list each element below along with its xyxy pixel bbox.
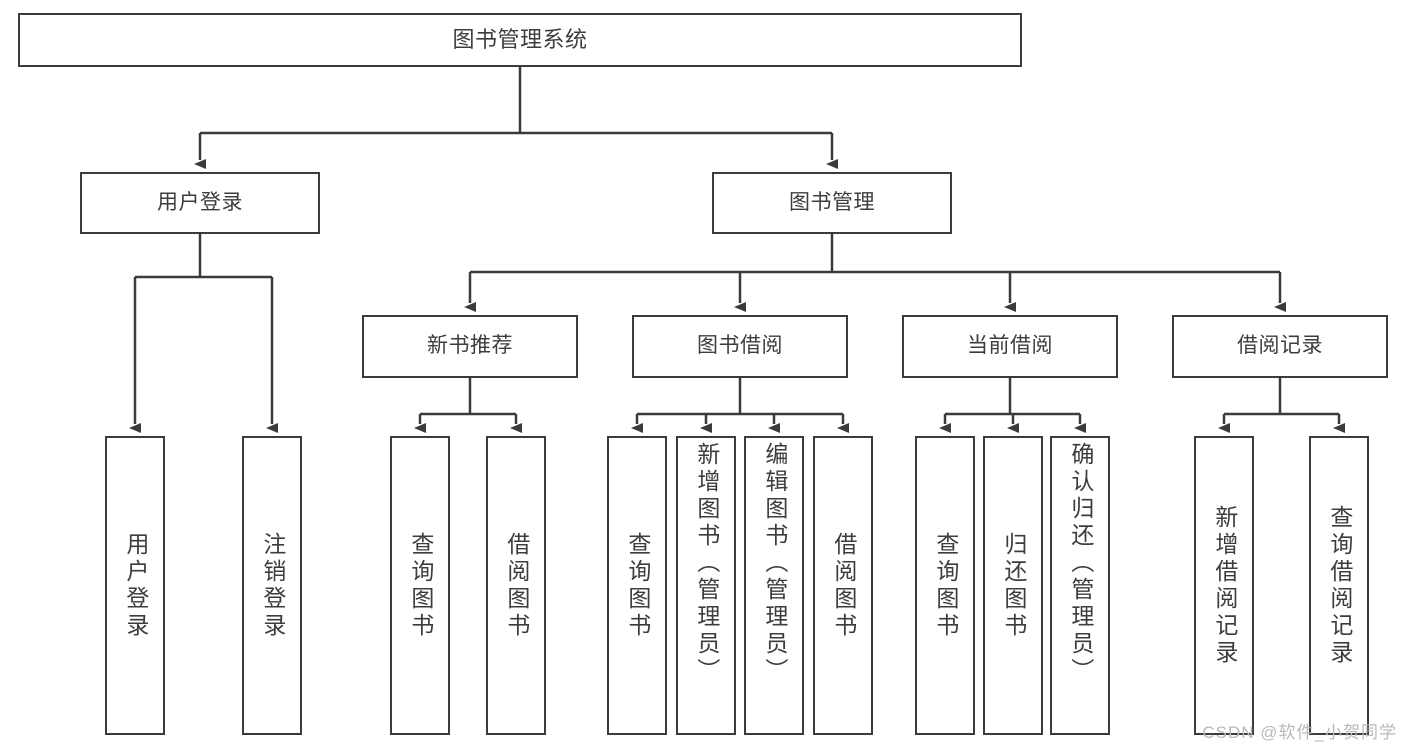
- node-root-system[interactable]: 图书管理系统: [18, 13, 1022, 67]
- node-label: 图书借阅: [697, 334, 783, 358]
- leaf-borrow-add-book-admin[interactable]: 新增图书（管理员）: [676, 436, 736, 735]
- node-label: 归还图书: [1000, 531, 1027, 640]
- leaf-user-login-logout[interactable]: 注销登录: [242, 436, 302, 735]
- leaf-borrow-borrow-book[interactable]: 借阅图书: [813, 436, 873, 735]
- node-label: 查询图书: [624, 531, 651, 640]
- leaf-current-confirm-return-admin[interactable]: 确认归还（管理员）: [1050, 436, 1110, 735]
- leaf-borrow-query-book[interactable]: 查询图书: [607, 436, 667, 735]
- leaf-record-add-record[interactable]: 新增借阅记录: [1194, 436, 1254, 735]
- node-new-book-recommend[interactable]: 新书推荐: [362, 315, 578, 378]
- node-label: 查询图书: [407, 531, 434, 640]
- leaf-borrow-edit-book-admin[interactable]: 编辑图书（管理员）: [744, 436, 804, 735]
- node-current-borrow[interactable]: 当前借阅: [902, 315, 1118, 378]
- node-label: 当前借阅: [967, 334, 1053, 358]
- node-label: 新增图书（管理员）: [693, 442, 720, 685]
- leaf-user-login-login[interactable]: 用户登录: [105, 436, 165, 735]
- node-label: 用户登录: [122, 531, 149, 640]
- leaf-current-return-book[interactable]: 归还图书: [983, 436, 1043, 735]
- node-book-borrow[interactable]: 图书借阅: [632, 315, 848, 378]
- node-label: 查询图书: [932, 531, 959, 640]
- node-label: 图书管理系统: [452, 27, 588, 53]
- node-label: 新书推荐: [427, 334, 513, 358]
- node-label: 借阅记录: [1237, 334, 1323, 358]
- csdn-watermark: CSDN @软件_小贺同学: [1202, 723, 1397, 742]
- node-label: 用户登录: [157, 190, 243, 214]
- node-label: 图书管理: [789, 190, 875, 214]
- leaf-recommend-query-book[interactable]: 查询图书: [390, 436, 450, 735]
- node-label: 借阅图书: [503, 531, 530, 640]
- node-borrow-record[interactable]: 借阅记录: [1172, 315, 1388, 378]
- node-book-management[interactable]: 图书管理: [712, 172, 952, 234]
- leaf-recommend-borrow-book[interactable]: 借阅图书: [486, 436, 546, 735]
- node-label: 查询借阅记录: [1326, 504, 1353, 667]
- leaf-record-query-record[interactable]: 查询借阅记录: [1309, 436, 1369, 735]
- node-user-login[interactable]: 用户登录: [80, 172, 320, 234]
- node-label: 注销登录: [259, 531, 286, 640]
- node-label: 编辑图书（管理员）: [761, 442, 788, 685]
- node-label: 新增借阅记录: [1211, 504, 1238, 667]
- leaf-current-query-book[interactable]: 查询图书: [915, 436, 975, 735]
- node-label: 借阅图书: [830, 531, 857, 640]
- node-label: 确认归还（管理员）: [1067, 442, 1094, 685]
